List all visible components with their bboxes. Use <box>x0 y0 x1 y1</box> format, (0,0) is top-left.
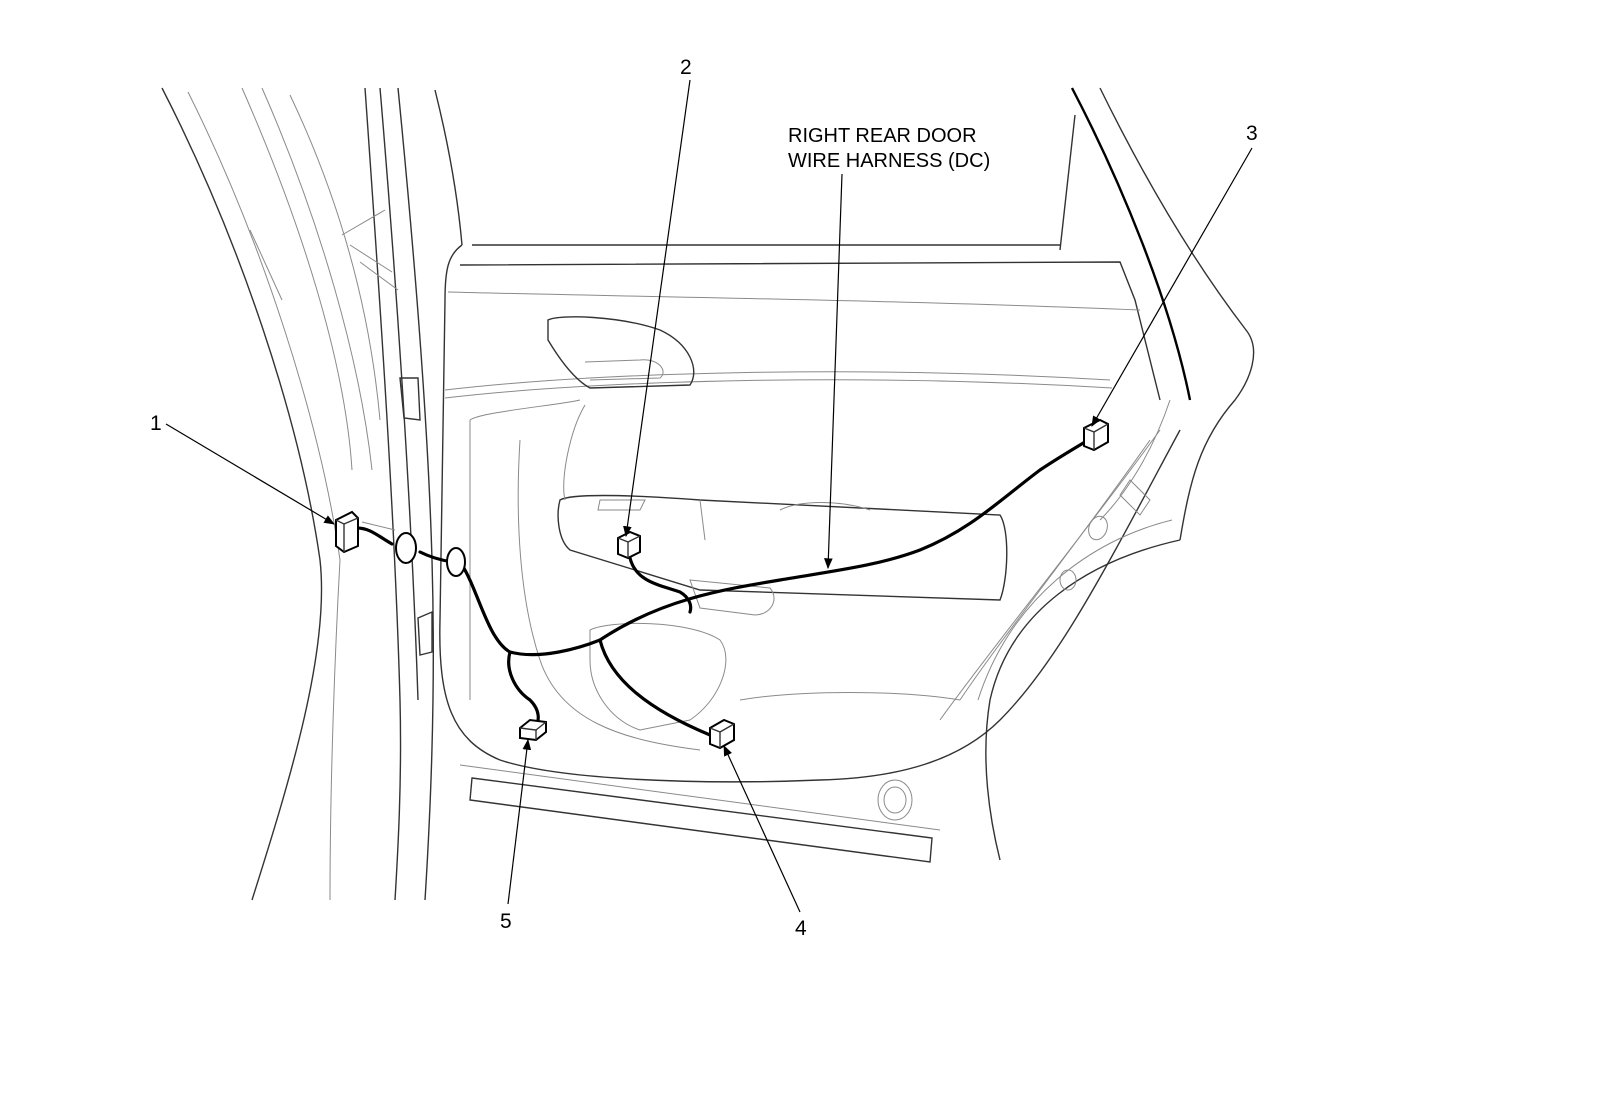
connector-2 <box>617 530 641 560</box>
connector-1 <box>335 510 359 554</box>
door-frame <box>439 87 1255 783</box>
connector-4 <box>709 718 735 750</box>
leader-2 <box>623 79 691 538</box>
callout-1: 1 <box>150 412 162 435</box>
callout-3: 3 <box>1246 122 1258 145</box>
door-trim-panel <box>459 316 1161 863</box>
grommet-door <box>446 547 466 577</box>
connector-5 <box>519 718 547 742</box>
b-pillar-outline <box>161 87 463 901</box>
leader-1 <box>165 423 335 525</box>
callout-4: 4 <box>795 917 807 940</box>
callout-5: 5 <box>500 910 512 933</box>
connector-3 <box>1083 418 1109 452</box>
callout-2: 2 <box>680 56 692 79</box>
leader-4 <box>723 745 801 913</box>
leader-3 <box>1091 147 1253 427</box>
leader-harness <box>824 173 843 570</box>
harness-label-line1: RIGHT REAR DOOR <box>788 125 977 147</box>
rear-quarter-panel <box>877 399 1181 861</box>
harness-label-line2: WIRE HARNESS (DC) <box>788 150 990 172</box>
leader-5 <box>507 738 532 905</box>
grommet-pillar <box>395 532 417 564</box>
